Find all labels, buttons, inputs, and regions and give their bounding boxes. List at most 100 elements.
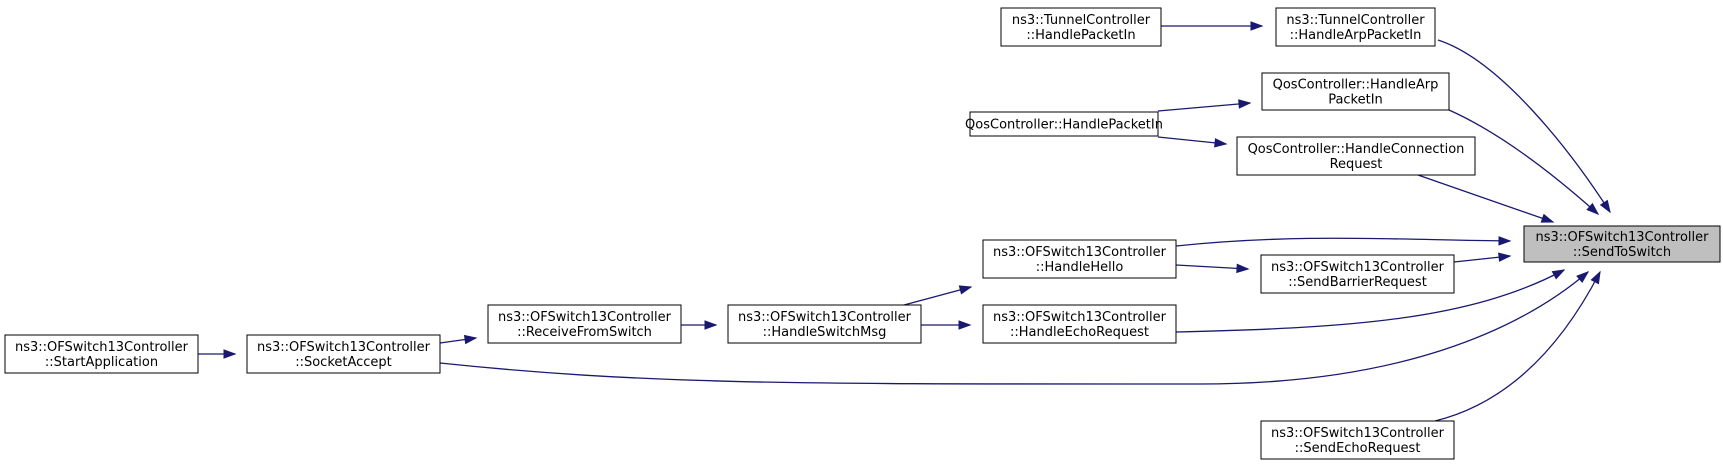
node-send-echo-req[interactable]: ns3::OFSwitch13Controller::SendEchoReque… — [1260, 420, 1455, 460]
node-label-line: ::HandleEchoRequest — [1010, 325, 1149, 340]
node-label-line: ns3::OFSwitch13Controller — [993, 310, 1167, 325]
arrowhead — [1590, 270, 1601, 285]
arrowhead — [1551, 269, 1566, 280]
node-label-line: ns3::TunnelController — [1012, 13, 1151, 28]
arrowhead — [1236, 263, 1250, 274]
arrowhead — [1214, 138, 1228, 148]
node-box — [1260, 254, 1455, 294]
node-box — [487, 304, 682, 344]
edge-line — [1157, 102, 1251, 112]
edge-line — [1434, 271, 1601, 422]
edge-line — [1175, 264, 1249, 270]
node-box — [246, 334, 441, 374]
edge-handle_hello-to-send_to_switch — [1175, 236, 1512, 247]
node-handle-echo-req[interactable]: ns3::OFSwitch13Controller::HandleEchoReq… — [982, 304, 1177, 344]
edge-send_echo_req-to-send_to_switch — [1434, 270, 1601, 422]
node-label-line: ns3::OFSwitch13Controller — [993, 245, 1167, 260]
edge-line — [1448, 109, 1599, 215]
node-label-line: ns3::OFSwitch13Controller — [738, 310, 912, 325]
node-tunnel-handle-packet[interactable]: ns3::TunnelController::HandlePacketIn — [1000, 7, 1162, 47]
node-label-line: ns3::OFSwitch13Controller — [498, 310, 672, 325]
node-box — [982, 239, 1177, 279]
edge-qos_handle_conn-to-send_to_switch — [1417, 174, 1555, 223]
edge-line — [439, 271, 1589, 385]
edge-line — [1437, 39, 1611, 213]
node-label-line: QosController::HandleConnection — [1248, 142, 1465, 157]
node-box — [1000, 7, 1162, 47]
node-send-to-switch[interactable]: ns3::OFSwitch13Controller::SendToSwitch — [1523, 225, 1721, 263]
edge-line — [1417, 174, 1554, 223]
arrowhead — [1238, 99, 1252, 109]
arrowhead — [1250, 21, 1264, 31]
node-box — [4, 334, 199, 374]
nodes-layer: ns3::OFSwitch13Controller::SendToSwitchn… — [4, 7, 1721, 460]
node-start-application[interactable]: ns3::OFSwitch13Controller::StartApplicat… — [4, 334, 199, 374]
node-label-line: ::StartApplication — [45, 355, 158, 370]
node-receive-from-switch[interactable]: ns3::OFSwitch13Controller::ReceiveFromSw… — [487, 304, 682, 344]
node-label-line: ns3::OFSwitch13Controller — [1271, 426, 1445, 441]
node-handle-hello[interactable]: ns3::OFSwitch13Controller::HandleHello — [982, 239, 1177, 279]
arrowhead — [1540, 213, 1555, 223]
arrowhead — [1576, 271, 1590, 284]
node-label-line: ::HandleHello — [1036, 260, 1124, 275]
node-qos-handle-packet[interactable]: QosController::HandlePacketIn — [965, 111, 1163, 137]
node-socket-accept[interactable]: ns3::OFSwitch13Controller::SocketAccept — [246, 334, 441, 374]
node-qos-handle-arp[interactable]: QosController::HandleArpPacketIn — [1261, 72, 1450, 111]
edge-socket_accept-to-send_to_switch — [439, 271, 1590, 385]
arrowhead — [958, 320, 972, 330]
node-label-line: ns3::OFSwitch13Controller — [1271, 260, 1445, 275]
edges-layer — [198, 21, 1611, 422]
node-box — [969, 111, 1159, 137]
edge-qos_handle_packet-to-qos_handle_arp — [1157, 99, 1252, 112]
node-label-line: ns3::TunnelController — [1286, 13, 1425, 28]
edge-socket_accept-to-receive_from_switch — [439, 334, 478, 345]
node-box — [1523, 225, 1721, 263]
edge-receive_from_switch-to-handle_switch_msg — [681, 320, 718, 330]
node-label-line: QosController::HandleArp — [1273, 78, 1439, 93]
node-box — [727, 304, 922, 344]
node-box — [1260, 420, 1455, 460]
edge-line — [1175, 269, 1565, 333]
edge-qos_handle_arp-to-send_to_switch — [1448, 109, 1600, 215]
edge-tunnel_handle_arp-to-send_to_switch — [1437, 39, 1611, 214]
edge-line — [1175, 237, 1511, 247]
edge-handle_switch_msg-to-handle_hello — [903, 285, 973, 306]
node-label-line: ns3::OFSwitch13Controller — [15, 340, 189, 355]
node-label-line: ::HandleArpPacketIn — [1290, 28, 1422, 43]
arrowhead — [1498, 236, 1512, 246]
node-label-line: ::HandleSwitchMsg — [763, 325, 887, 340]
arrowhead — [1599, 199, 1611, 214]
edge-handle_echo_req-to-send_to_switch — [1175, 269, 1566, 333]
arrowhead — [1586, 202, 1600, 215]
arrowhead — [1498, 252, 1512, 262]
node-box — [1275, 7, 1436, 47]
node-box — [982, 304, 1177, 344]
node-label-line: ::SocketAccept — [295, 355, 392, 370]
node-send-barrier[interactable]: ns3::OFSwitch13Controller::SendBarrierRe… — [1260, 254, 1455, 294]
node-label-line: PacketIn — [1328, 93, 1383, 108]
arrowhead — [704, 320, 718, 330]
arrowhead — [958, 285, 973, 295]
edge-handle_switch_msg-to-handle_echo_req — [921, 320, 972, 330]
edge-handle_hello-to-send_barrier — [1175, 263, 1250, 274]
node-box — [1236, 136, 1476, 176]
node-label-line: ns3::OFSwitch13Controller — [257, 340, 431, 355]
edge-send_barrier-to-send_to_switch — [1453, 252, 1512, 263]
node-tunnel-handle-arp[interactable]: ns3::TunnelController::HandleArpPacketIn — [1275, 7, 1436, 47]
node-label-line: ::ReceiveFromSwitch — [517, 325, 652, 340]
edge-line — [903, 286, 972, 306]
node-label-line: Request — [1330, 157, 1383, 172]
edge-start_application-to-socket_accept — [198, 349, 237, 359]
edge-qos_handle_packet-to-qos_handle_conn — [1157, 136, 1228, 148]
node-label-line: ::SendEchoRequest — [1295, 441, 1421, 456]
node-label-line: ns3::OFSwitch13Controller — [1536, 230, 1710, 245]
edge-tunnel_handle_packet-to-tunnel_handle_arp — [1161, 21, 1264, 31]
node-label-line: ::SendToSwitch — [1573, 245, 1671, 260]
arrowhead — [463, 334, 478, 345]
node-box — [1261, 72, 1450, 111]
node-label-line: QosController::HandlePacketIn — [965, 118, 1163, 133]
node-handle-switch-msg[interactable]: ns3::OFSwitch13Controller::HandleSwitchM… — [727, 304, 922, 344]
node-label-line: ::SendBarrierRequest — [1288, 275, 1427, 290]
